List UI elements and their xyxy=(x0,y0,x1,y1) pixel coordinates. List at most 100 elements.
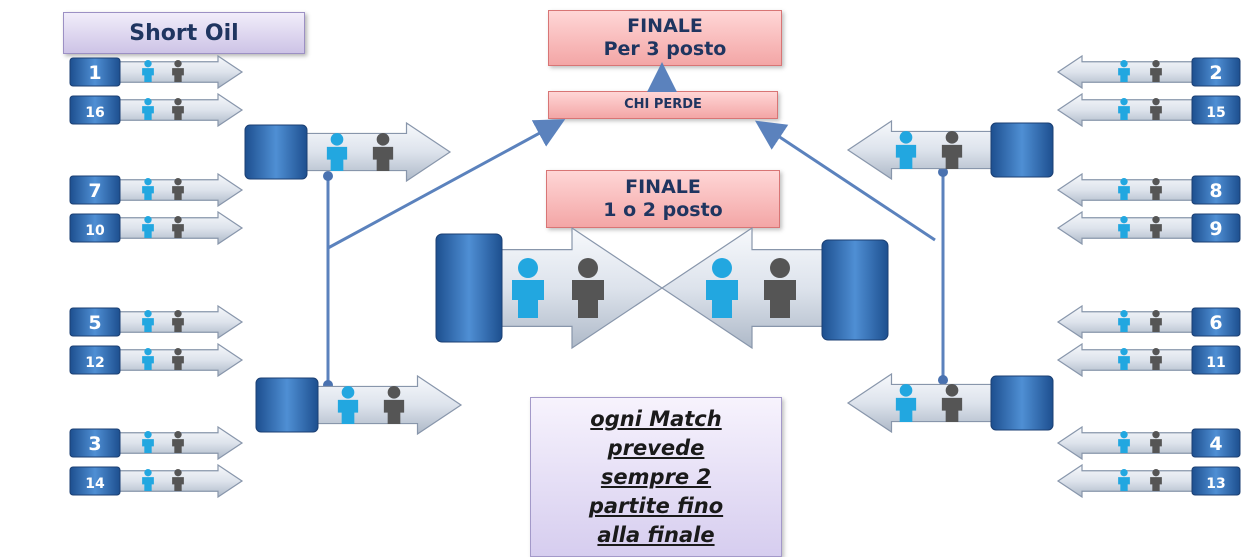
seed-badge xyxy=(69,307,121,337)
note-box: ogni Match prevede sempre 2 partite fino… xyxy=(530,397,782,557)
finale-3rd-line2: Per 3 posto xyxy=(603,38,727,60)
seed-badge xyxy=(1191,307,1241,337)
seed-number: 2 xyxy=(1209,62,1222,84)
person-blue-icon xyxy=(326,133,348,171)
title-box: Short Oil xyxy=(63,12,305,54)
seed-number: 13 xyxy=(1206,476,1225,492)
person-gray-icon xyxy=(172,98,184,120)
person-gray-icon xyxy=(1150,310,1162,333)
person-blue-icon xyxy=(706,258,738,318)
finale-3rd-line1: FINALE xyxy=(627,15,703,38)
person-blue-icon xyxy=(1118,469,1130,492)
person-gray-icon xyxy=(764,258,796,318)
right-connector-to-chi-perde xyxy=(754,120,936,242)
person-blue-icon xyxy=(1118,310,1130,333)
seed-badge xyxy=(69,428,121,458)
final-block xyxy=(435,233,503,343)
seed-number: 5 xyxy=(88,312,101,334)
chi-perde-text: CHI PERDE xyxy=(624,97,702,113)
seed-number: 16 xyxy=(85,105,104,121)
seed-number: 12 xyxy=(85,355,104,371)
right-node-top xyxy=(938,167,948,177)
person-blue-icon xyxy=(142,216,154,238)
seed-number: 14 xyxy=(85,476,105,492)
seed-arrow-left-16: 16 xyxy=(69,92,244,128)
seed-badge xyxy=(1191,428,1241,458)
note-line-1: ogni Match xyxy=(590,406,722,431)
seed-badge xyxy=(1191,95,1241,125)
seed-number: 7 xyxy=(88,180,101,202)
person-gray-icon xyxy=(172,469,184,492)
person-gray-icon xyxy=(572,258,604,318)
person-gray-icon xyxy=(172,60,184,82)
finale-1st-line2: 1 o 2 posto xyxy=(603,199,723,221)
seed-arrow-right-9: 9 xyxy=(1056,210,1241,246)
person-blue-icon xyxy=(1118,60,1130,82)
semifinal-block xyxy=(244,124,308,180)
person-gray-icon xyxy=(1150,216,1162,238)
seed-badge xyxy=(1191,345,1241,375)
seed-number: 4 xyxy=(1209,433,1222,455)
seed-badge xyxy=(69,345,121,375)
person-blue-icon xyxy=(1118,178,1130,200)
seed-badge xyxy=(1191,57,1241,87)
person-blue-icon xyxy=(512,258,544,318)
seed-badge xyxy=(1191,213,1241,243)
final-block xyxy=(821,239,889,341)
left-node-top xyxy=(323,171,333,181)
note-line-3: sempre 2 xyxy=(600,464,712,489)
seed-arrow-right-2: 2 xyxy=(1056,54,1241,90)
seed-arrow-right-15: 15 xyxy=(1056,92,1241,128)
seed-arrow-left-14: 14 xyxy=(69,463,244,499)
connector-lines xyxy=(323,62,948,390)
person-gray-icon xyxy=(1150,178,1162,200)
finale-1st-box: FINALE 1 o 2 posto xyxy=(546,170,780,228)
seed-arrow-left-12: 12 xyxy=(69,342,244,378)
person-gray-icon xyxy=(172,216,184,238)
seed-arrow-right-11: 11 xyxy=(1056,342,1241,378)
seed-arrow-left-10: 10 xyxy=(69,210,244,246)
arrows-layer: 1 16 7 10 5 12 3 14 2 15 8 9 6 11 4 13 xyxy=(69,54,1241,499)
seed-badge xyxy=(69,95,121,125)
semifinal-arrow-left-top xyxy=(244,121,452,183)
person-gray-icon xyxy=(383,386,405,424)
seed-number: 9 xyxy=(1209,218,1222,240)
person-blue-icon xyxy=(142,348,154,371)
person-blue-icon xyxy=(142,60,154,82)
seed-number: 8 xyxy=(1209,180,1222,202)
seed-arrow-right-4: 4 xyxy=(1056,425,1241,461)
semifinal-block xyxy=(255,377,319,433)
seed-number: 10 xyxy=(85,223,105,239)
right-node-bottom xyxy=(938,375,948,385)
semifinal-block xyxy=(990,375,1054,431)
seed-badge xyxy=(69,213,121,243)
person-gray-icon xyxy=(1150,469,1162,492)
person-blue-icon xyxy=(1118,98,1130,120)
semifinal-arrow-right-bottom xyxy=(846,372,1054,434)
person-gray-icon xyxy=(941,384,963,422)
seed-number: 3 xyxy=(88,433,101,455)
seed-arrow-right-8: 8 xyxy=(1056,172,1241,208)
note-line-2: prevede xyxy=(607,435,705,460)
person-gray-icon xyxy=(1150,431,1162,454)
semifinal-block xyxy=(990,122,1054,178)
seed-badge xyxy=(69,466,121,496)
person-blue-icon xyxy=(337,386,359,424)
seed-badge xyxy=(69,175,121,205)
seed-number: 6 xyxy=(1209,312,1222,334)
seed-arrow-right-13: 13 xyxy=(1056,463,1241,499)
note-line-5: alla finale xyxy=(597,522,715,547)
person-blue-icon xyxy=(1118,431,1130,454)
seed-arrow-right-6: 6 xyxy=(1056,304,1241,340)
seed-arrow-left-5: 5 xyxy=(69,304,244,340)
seed-badge xyxy=(69,57,121,87)
person-gray-icon xyxy=(372,133,394,171)
seed-arrow-left-1: 1 xyxy=(69,54,244,90)
person-gray-icon xyxy=(172,431,184,454)
left-connector-to-chi-perde xyxy=(327,119,566,250)
seed-badge xyxy=(1191,175,1241,205)
title-text: Short Oil xyxy=(129,20,239,46)
person-blue-icon xyxy=(895,384,917,422)
seed-number: 1 xyxy=(88,62,101,84)
semifinal-arrow-left-bottom xyxy=(255,374,463,436)
